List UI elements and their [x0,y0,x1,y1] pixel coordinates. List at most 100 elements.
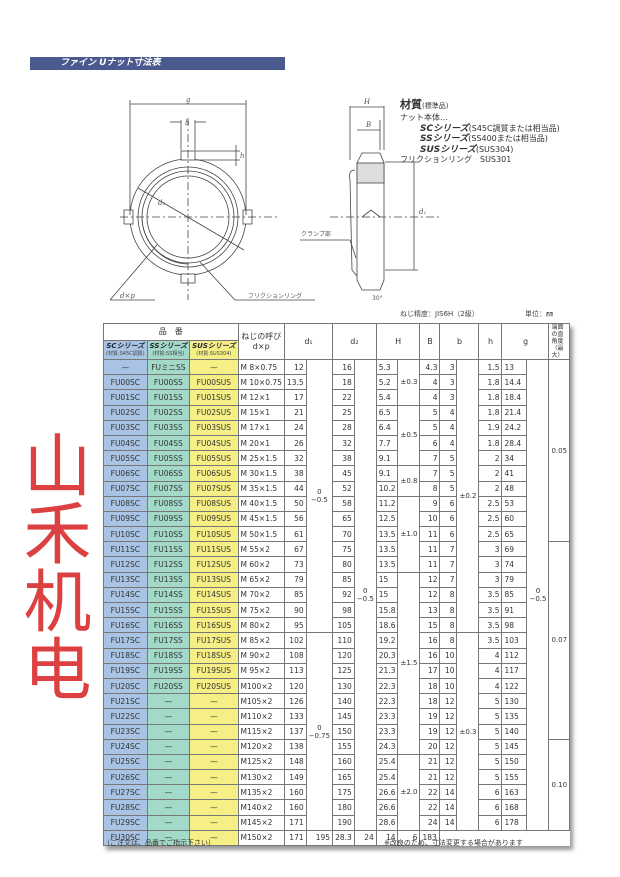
g-value: 140 [501,723,528,740]
d2-value: 75 [332,541,355,558]
h-value: 3.5 [478,632,503,649]
series-sc: SCシリーズ [420,123,469,134]
B-value: 12 [419,571,441,588]
thread-size: M 55×2 [237,541,285,558]
d2-value: 22 [332,389,355,406]
d1-value: 138 [283,738,307,755]
d2-value: 105 [332,617,355,634]
H-value: 13.5 [375,556,399,573]
part-no-ss: FU07SS [146,480,191,497]
g-value: 122 [501,677,528,695]
g-value: 65 [501,526,528,543]
d1-value: 160 [283,784,307,801]
g-value: 21.4 [501,404,528,421]
part-no-sus: FU18SUS [189,647,239,664]
thread-size: M 20×1 [237,434,285,452]
part-no-sus: FU14SUS [189,586,239,604]
H-value: 12.5 [375,510,399,528]
tolerance-d2: 0 −0.5 [353,359,377,831]
tolerance-b: ±0.3 [456,632,480,831]
b-value: 12 [439,753,458,771]
header-h: h [478,323,503,360]
h-value: 5 [478,708,503,725]
unit-label: 単位：㎜ [525,310,553,318]
d2-value: 150 [332,723,355,740]
part-no-ss: FU05SS [146,450,191,467]
H-value: 10.2 [375,480,399,497]
B-value: 16 [419,647,441,664]
part-no-sc: FU00SC [103,374,148,391]
d2-value: 18 [332,374,355,391]
header-g: g [501,323,550,360]
part-no-sc: — [103,358,148,376]
b-value: 14 [375,829,399,847]
part-no-sc: FU16SC [103,617,148,634]
part-no-sc: FU09SC [103,510,148,528]
b-value: 4 [439,419,458,436]
H-value: 22.3 [375,693,399,710]
part-no-sus: FU00SUS [189,374,239,391]
b-value: 12 [439,723,458,740]
d1-value: 26 [283,434,307,452]
b-value: 3 [439,389,458,406]
header-d2: d₂ [332,323,377,360]
B-value: 13 [419,601,441,619]
part-no-sus: FU04SUS [189,434,239,452]
d1-value: 85 [283,586,307,604]
B-value: 7 [419,450,441,467]
d1-value: 148 [283,753,307,771]
H-value: 5.2 [375,374,399,391]
tolerance-H: ±2.0 [397,753,421,831]
H-value: 19.2 [375,632,399,649]
b-value: 3 [439,374,458,391]
H-value: 15 [375,586,399,604]
part-no-ss: FU13SS [146,571,191,588]
part-no-sus: — [189,799,239,816]
part-no-sc: FU17SC [103,632,148,649]
label-H: H [363,98,371,106]
part-no-ss: — [146,708,191,725]
d1-value: 12 [283,358,307,376]
thread-size: M140×2 [237,799,285,816]
b-value: 5 [439,450,458,467]
h-value: 5 [478,693,503,710]
h-value: 1.8 [478,374,503,391]
part-no-sus: FU12SUS [189,556,239,573]
thread-size: M115×2 [237,723,285,740]
g-value: 74 [501,556,528,573]
header-part-no: 品 番 [103,323,239,341]
g-value: 24.2 [501,419,528,436]
part-no-ss: — [146,738,191,755]
header-thread: ねじの呼び d×p [237,323,285,360]
H-value: 5.3 [375,358,399,376]
h-value: 4 [478,647,503,664]
thread-size: M105×2 [237,693,285,710]
B-value: 18 [419,677,441,695]
d1-value: 102 [283,632,307,649]
d2-value: 80 [332,556,355,573]
d1-value: 126 [283,693,307,710]
H-value: 6.5 [375,404,399,421]
tolerance-H: ±1.5 [397,571,421,755]
B-value: 22 [419,799,441,816]
H-value: 15 [375,571,399,588]
B-value: 11 [419,541,441,558]
d2-value: 58 [332,495,355,512]
part-no-sc: FU05SC [103,450,148,467]
b-value: 10 [439,662,458,679]
b-value: 6 [439,510,458,528]
thread-size: M110×2 [237,708,285,725]
B-value: 4 [419,374,441,391]
part-no-sc: FU10SC [103,526,148,543]
part-no-sc: FU19SC [103,662,148,679]
B-value: 5 [419,419,441,436]
h-value: 5 [478,753,503,771]
H-value: 15.8 [375,601,399,619]
thread-size: M135×2 [237,784,285,801]
